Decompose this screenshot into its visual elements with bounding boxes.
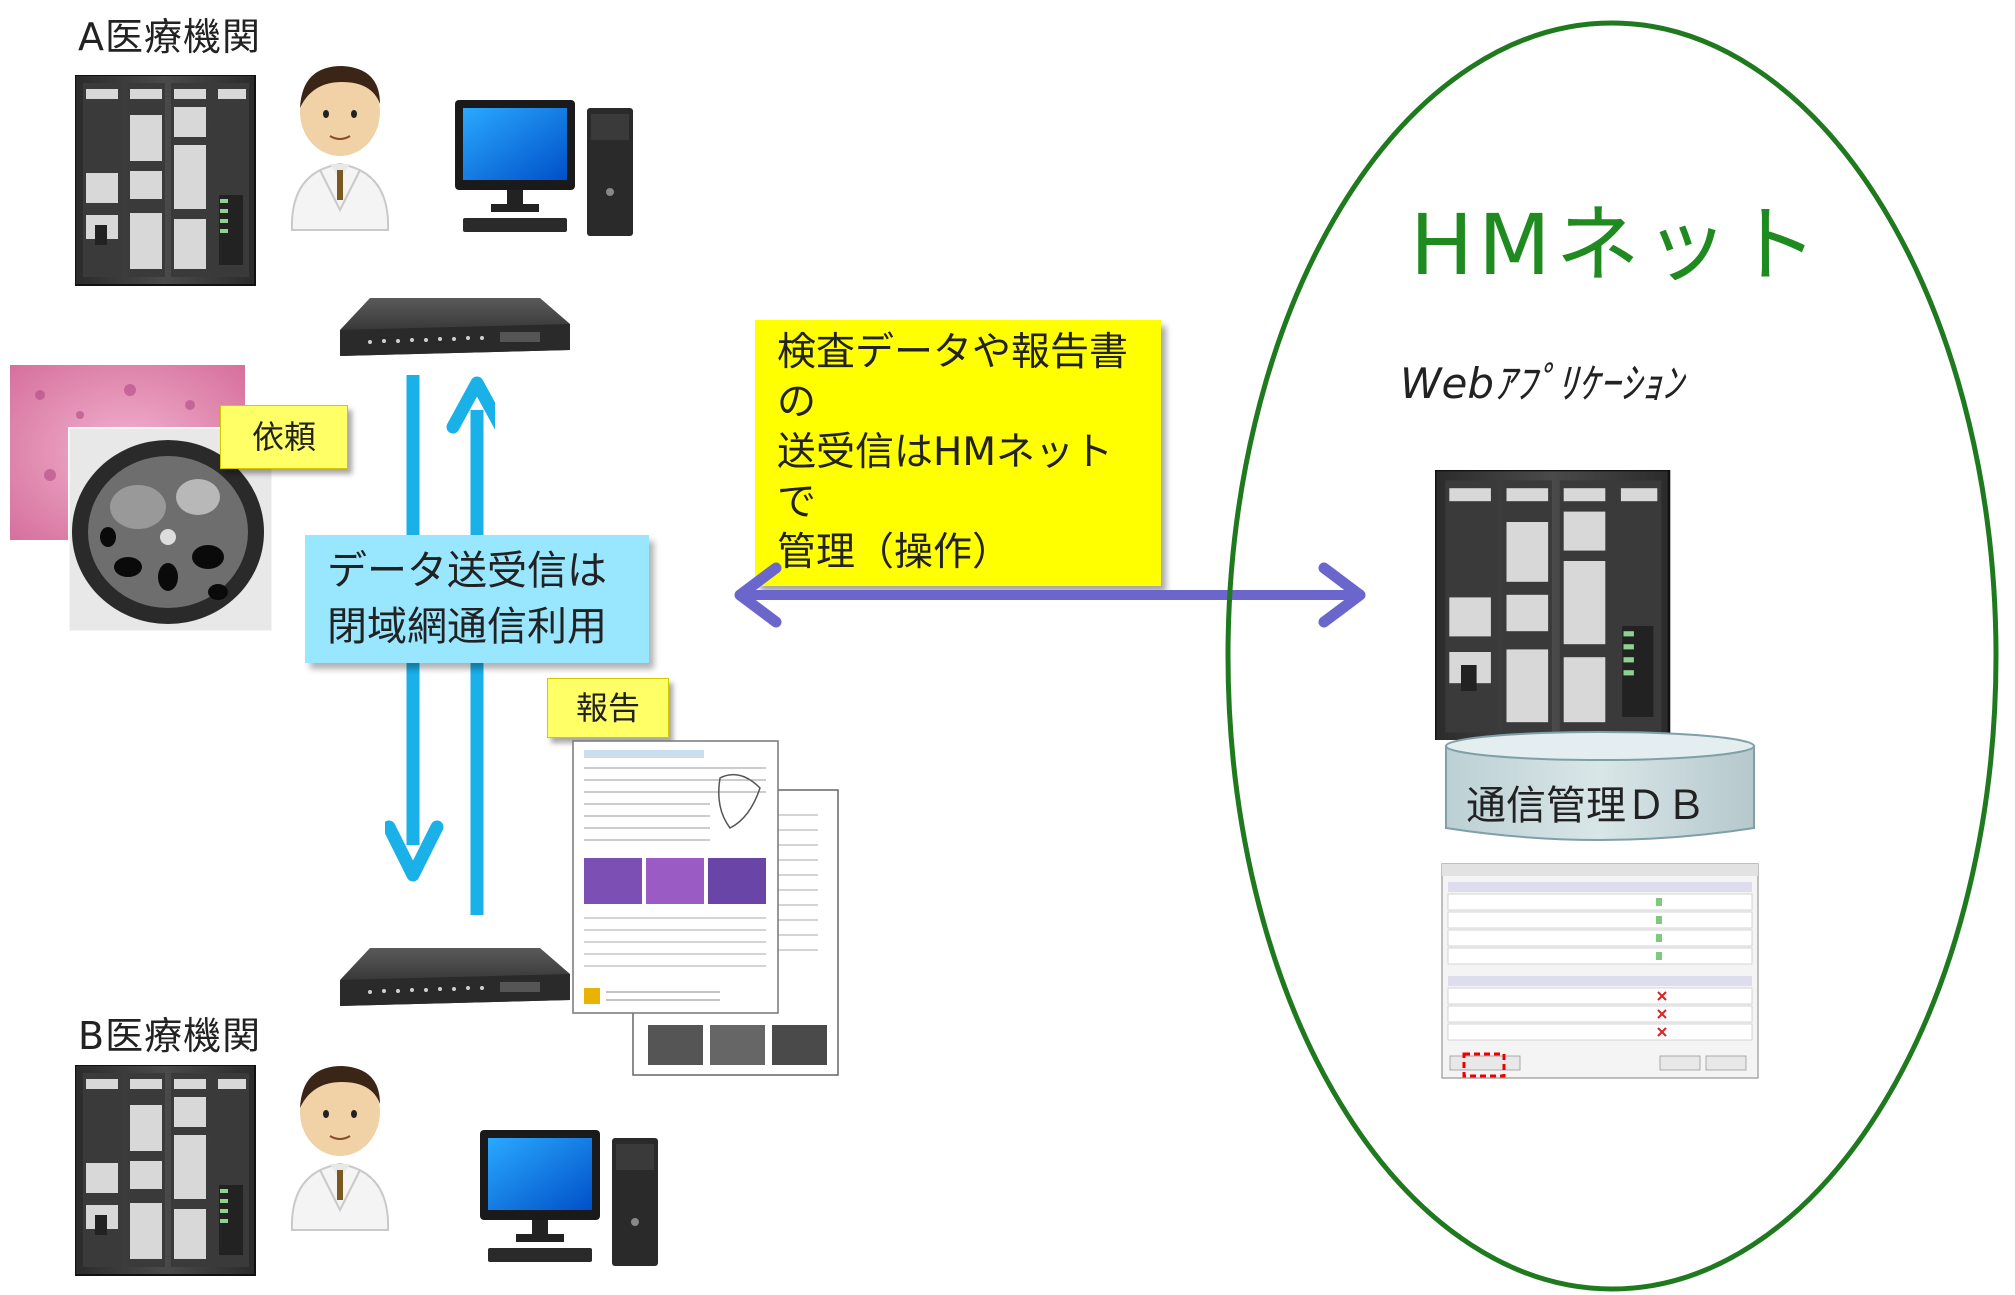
web-application-label: Webｱﾌﾟﾘｹｰｼｮﾝ bbox=[1400, 359, 1684, 408]
ct-scan-image-icon bbox=[68, 427, 273, 632]
network-router-icon bbox=[340, 948, 570, 1006]
request-sticky-note: 依頼 bbox=[220, 405, 348, 469]
application-screenshot-icon bbox=[1441, 863, 1759, 1079]
institution-a-label: A医療機関 bbox=[78, 15, 261, 59]
server-rack-icon bbox=[1435, 470, 1671, 740]
doctor-icon bbox=[290, 65, 390, 231]
hmnet-management-line1: 検査データや報告書の bbox=[777, 330, 1129, 425]
doctor-icon bbox=[290, 1065, 390, 1231]
closed-network-line1: データ送受信は bbox=[327, 548, 607, 594]
server-rack-icon bbox=[75, 1065, 256, 1276]
database-cylinder-icon bbox=[1445, 731, 1755, 841]
hmnet-management-callout: 検査データや報告書の 送受信はHMネットで 管理（操作） bbox=[755, 320, 1161, 586]
hmnet-title: HMネット bbox=[1410, 196, 1823, 294]
closed-network-callout: データ送受信は 閉域網通信利用 bbox=[305, 535, 649, 663]
desktop-computer-icon bbox=[480, 1130, 658, 1266]
hmnet-management-line2: 送受信はHMネットで bbox=[777, 430, 1113, 525]
report-document-front-icon bbox=[572, 740, 779, 1014]
desktop-computer-icon bbox=[455, 100, 633, 236]
hmnet-boundary bbox=[1225, 20, 1999, 1292]
closed-network-line2: 閉域網通信利用 bbox=[327, 604, 607, 650]
network-router-icon bbox=[340, 298, 570, 356]
institution-b-label: B医療機関 bbox=[78, 1014, 262, 1058]
report-sticky-note: 報告 bbox=[547, 678, 669, 738]
server-rack-icon bbox=[75, 75, 256, 286]
communication-db-label: 通信管理ＤＢ bbox=[1466, 783, 1706, 829]
hmnet-management-line3: 管理（操作） bbox=[777, 530, 1012, 575]
hmnet-connection-arrow bbox=[734, 562, 1366, 628]
